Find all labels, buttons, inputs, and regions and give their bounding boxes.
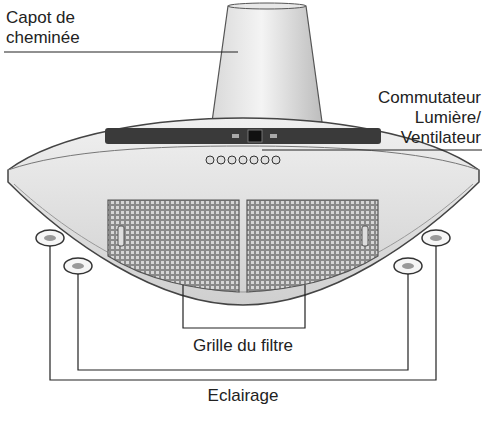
filter-grille (108, 200, 239, 292)
control-panel (105, 128, 381, 144)
filter-grille (247, 200, 378, 292)
part-label: Capot de cheminée (6, 8, 116, 48)
part-label: Eclairage (143, 386, 343, 406)
part-label: Commutateur Lumière/ Ventilateur (331, 88, 481, 148)
lamp-center (44, 235, 442, 269)
leader-line (4, 52, 482, 380)
lamp (36, 230, 450, 274)
control-buttons (206, 156, 280, 164)
chimney-cover (212, 6, 322, 122)
part-label: Grille du filtre (143, 336, 343, 356)
